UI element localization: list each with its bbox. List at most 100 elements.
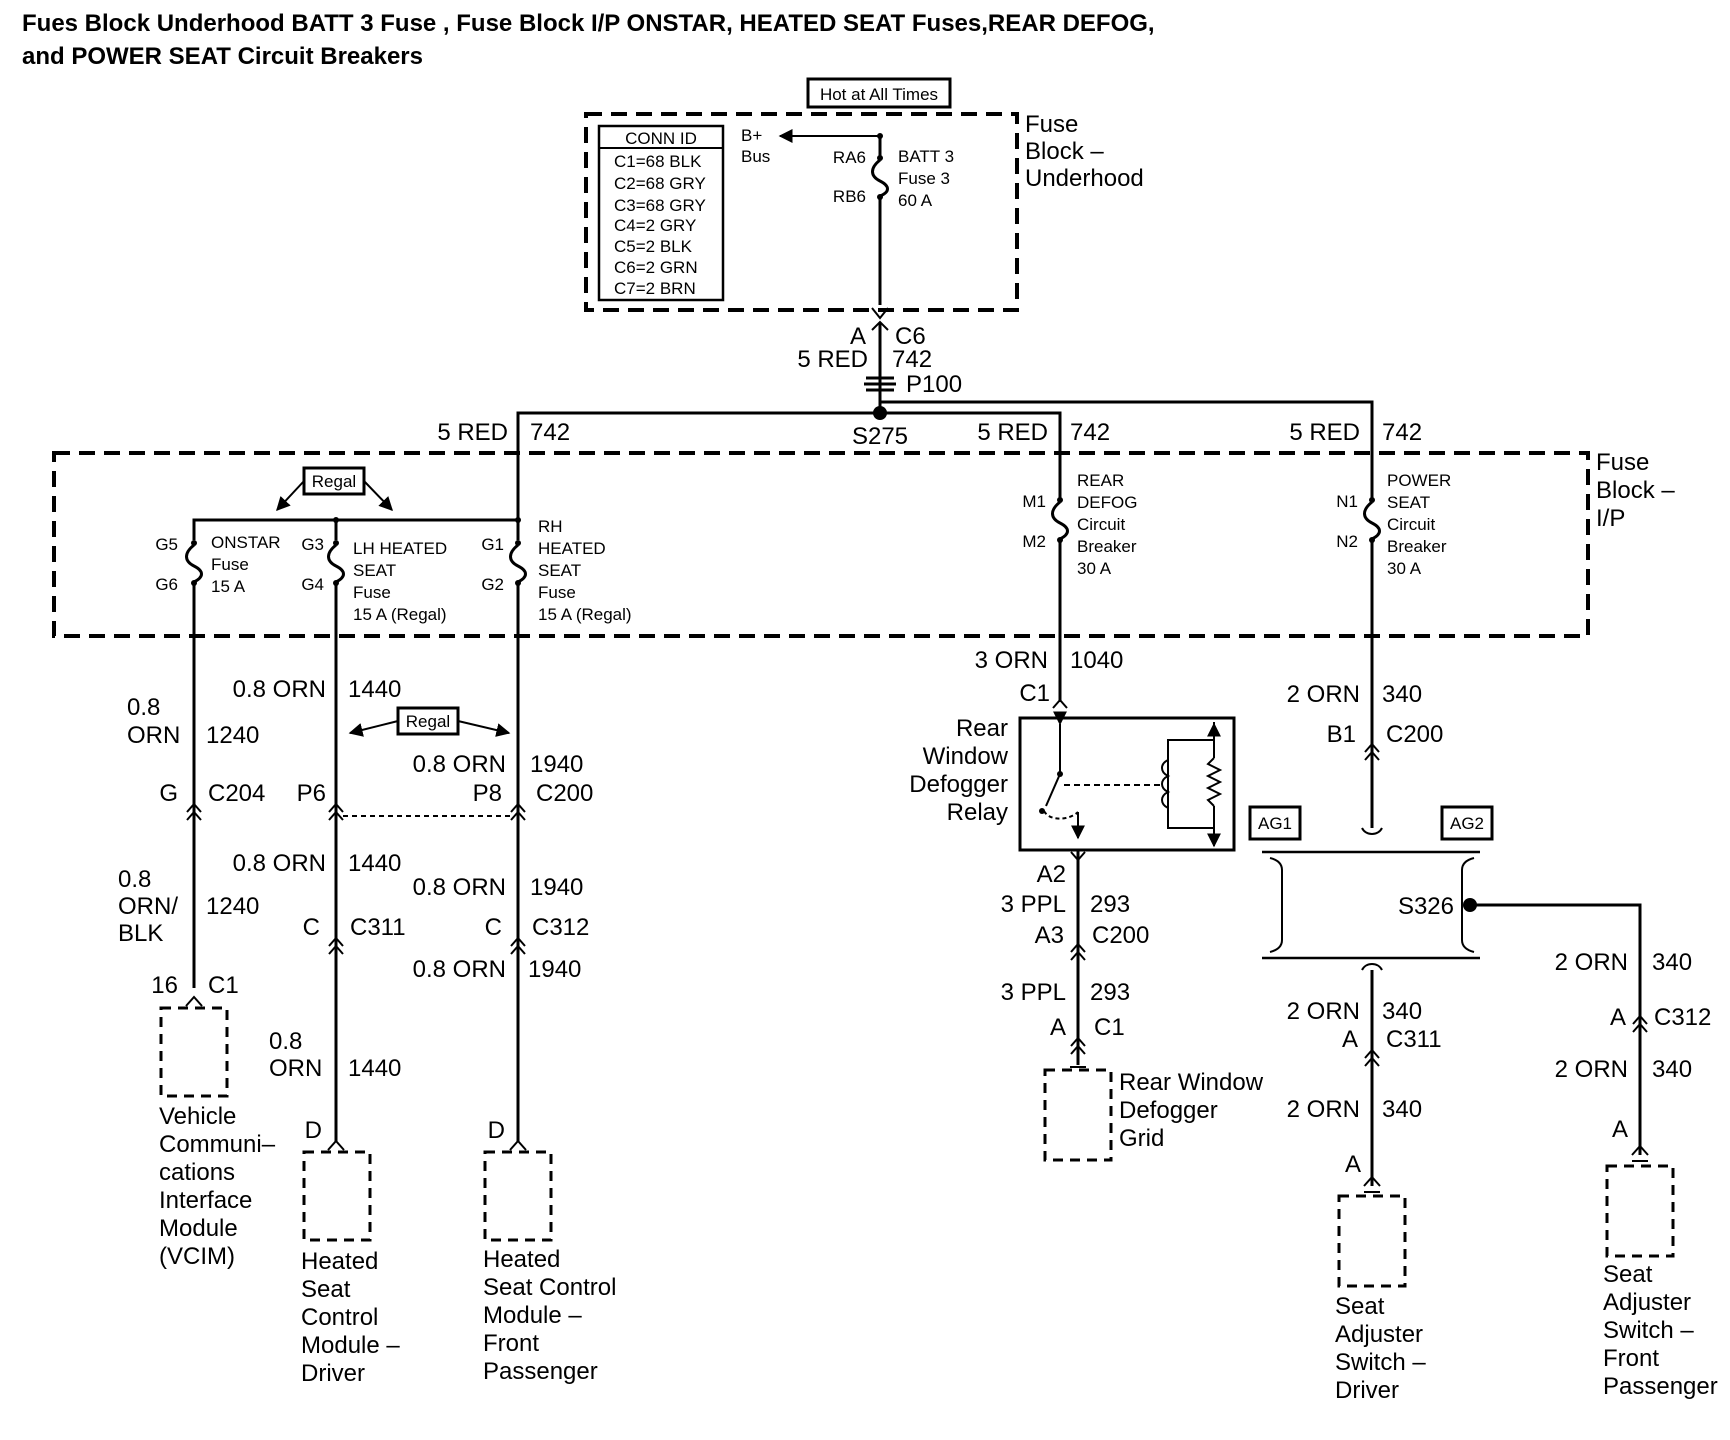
vcim-wire2-circuit: 1240 [206, 893, 259, 920]
power-seat-breaker-symbol [1363, 500, 1381, 541]
seat-drv-wire2-circuit: 340 [1382, 1096, 1422, 1123]
vcim-module-label-3: cations [159, 1159, 235, 1186]
seat-b1-term: B1 [1327, 721, 1356, 748]
rh-module-label-5: Passenger [483, 1358, 598, 1385]
vcim-wire2-color: ORN/ [118, 893, 178, 920]
p6-connector-symbol [328, 802, 344, 821]
conn-id-row: C2=68 GRY [614, 174, 706, 193]
defog-wire1-size: 3 ORN [975, 647, 1048, 674]
vcim-module-label-5: Module [159, 1215, 238, 1242]
seat-drv-c311-term: A [1342, 1026, 1358, 1053]
ag1-box [1248, 805, 1302, 841]
seat-pass-module-label-2: Adjuster [1603, 1289, 1691, 1316]
defog-breaker-label-5: 30 A [1077, 559, 1112, 578]
ip-bus-node [333, 517, 339, 523]
conn-id-row: C6=2 GRN [614, 258, 698, 277]
defog-relay-label-4: Relay [947, 799, 1008, 826]
ip-bus-node [515, 517, 521, 523]
p8-conn: C200 [536, 780, 593, 807]
rh-module-pin-symbol [509, 1139, 527, 1151]
lh-module-label-2: Seat [301, 1276, 351, 1303]
rh-wire1-circuit: 1940 [530, 751, 583, 778]
c6-conn-label: C6 [895, 323, 926, 350]
conn-id-row: C1=68 BLK [614, 152, 702, 171]
vcim-wire2-size: 0.8 [118, 866, 151, 893]
defog-wire2-circuit: 293 [1090, 891, 1130, 918]
lh-seat-in-pin: G3 [301, 535, 324, 554]
defog-grid-label-2: Defogger [1119, 1097, 1218, 1124]
lh-seat-fuse-label-3: Fuse [353, 583, 391, 602]
c312-term: C [485, 914, 502, 941]
c204-conn: C204 [208, 780, 265, 807]
defog-grid-outline [1043, 1068, 1113, 1162]
power-seat-breaker-label-4: Breaker [1387, 537, 1447, 556]
defog-grid-label-1: Rear Window [1119, 1069, 1264, 1096]
main-bus-right [880, 411, 1062, 488]
onstar-fuse-symbol [185, 543, 203, 584]
s326-pass-feed [1470, 903, 1642, 1000]
seat-drv-wire2-size: 2 ORN [1287, 1096, 1360, 1123]
batt3-in-pin: RA6 [833, 148, 866, 167]
defog-relay-internal [1039, 711, 1223, 848]
batt3-fuse-label-3: 60 A [898, 191, 933, 210]
seat-wire1-size: 2 ORN [1287, 681, 1360, 708]
lh-seat-fuse-label-4: 15 A (Regal) [353, 605, 447, 624]
seat-drv-pin-symbol [1363, 1175, 1381, 1187]
rh-module-label-3: Module – [483, 1302, 582, 1329]
rh-module-label-1: Heated [483, 1246, 560, 1273]
branch-left-wire: 5 RED [437, 419, 508, 446]
fuse-block-ip-outline [52, 451, 1590, 638]
vcim-module-outline [159, 1006, 229, 1098]
rh-wire2-circuit: 1940 [530, 874, 583, 901]
regal-mid-arrow-left [348, 720, 399, 737]
defog-grid-label-3: Grid [1119, 1125, 1164, 1152]
rh-module-label-2: Seat Control [483, 1274, 616, 1301]
branch-right-wire: 5 RED [1289, 419, 1360, 446]
defog-a3-conn: C200 [1092, 922, 1149, 949]
seat-pass-wire2-size: 2 ORN [1555, 1056, 1628, 1083]
rh-wire3-circuit: 1940 [528, 956, 581, 983]
fuse-block-underhood-label-3: Underhood [1025, 165, 1144, 192]
seat-drv-switch-outline [1337, 1194, 1407, 1288]
branch-mid-wire: 5 RED [977, 419, 1048, 446]
branch-right-circuit: 742 [1382, 419, 1422, 446]
vcim-module-label-2: Communi– [159, 1131, 276, 1158]
seat-drv-pin: A [1345, 1151, 1361, 1178]
seat-drv-wire1-size: 2 ORN [1287, 998, 1360, 1025]
defog-breaker-label-2: DEFOG [1077, 493, 1137, 512]
conn-id-row: C4=2 GRY [614, 216, 696, 235]
seat-c200-connector-symbol [1364, 742, 1380, 761]
p100-label: P100 [906, 371, 962, 398]
lh-wire1-circuit: 1440 [348, 676, 401, 703]
fuse-block-underhood-outline [584, 112, 1019, 312]
regal-label-mid: Regal [406, 712, 450, 731]
c204-term: G [159, 780, 178, 807]
seat-drv-c311-conn: C311 [1386, 1026, 1442, 1053]
defog-c1-connector-symbol [1070, 1036, 1086, 1055]
onstar-fuse-label-2: Fuse [211, 555, 249, 574]
lh-wire1-size: 0.8 ORN [233, 676, 326, 703]
vcim-wire1-color: ORN [127, 722, 180, 749]
onstar-out-pin: G6 [155, 575, 178, 594]
p8-connector-symbol [510, 802, 526, 821]
rh-module-label-4: Front [483, 1330, 539, 1357]
conn-id-table: CONN ID C1=68 BLK C2=68 GRY C3=68 GRY C4… [597, 124, 725, 302]
rh-wire2-size: 0.8 ORN [413, 874, 506, 901]
c311-connector-symbol [328, 936, 344, 955]
defog-wire3-circuit: 293 [1090, 979, 1130, 1006]
c6-connector-symbol [871, 307, 889, 320]
defog-wire2-size: 3 PPL [1001, 891, 1066, 918]
rh-seat-out-pin: G2 [481, 575, 504, 594]
main-bus-left [516, 411, 880, 520]
onstar-fuse-label-1: ONSTAR [211, 533, 281, 552]
lh-seat-fuse-label-1: LH HEATED [353, 539, 447, 558]
rh-seat-fuse-label-2: HEATED [538, 539, 606, 558]
seat-pass-module-label-3: Switch – [1603, 1317, 1694, 1344]
rh-wire1-size: 0.8 ORN [413, 751, 506, 778]
power-seat-breaker-label-3: Circuit [1387, 515, 1435, 534]
power-seat-out-pin: N2 [1336, 532, 1358, 551]
fuse-block-ip-label-1: Fuse [1596, 449, 1649, 476]
fuse-block-ip-label-3: I/P [1596, 505, 1625, 532]
diagram-title-line2: and POWER SEAT Circuit Breakers [22, 43, 423, 70]
batt3-fuse-label-1: BATT 3 [898, 147, 954, 166]
